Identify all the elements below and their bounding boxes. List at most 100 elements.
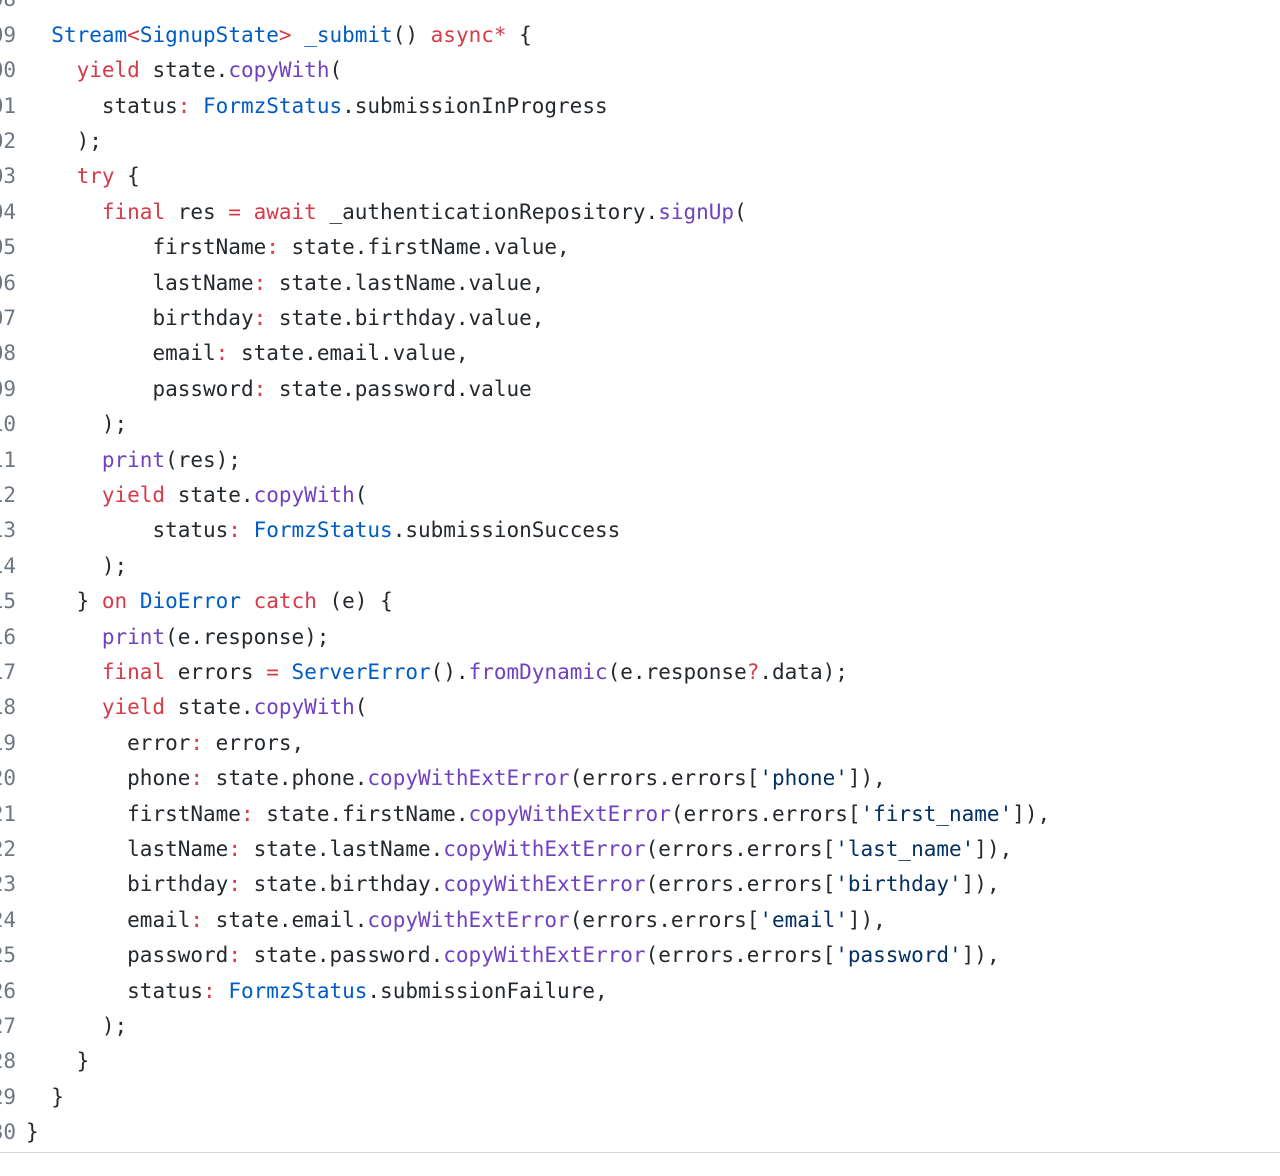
line-number-text: 01 [0, 93, 16, 118]
code-token: status [152, 518, 229, 543]
line-number: 16 [0, 620, 16, 655]
code-token: (errors.errors[ [670, 801, 861, 826]
code-token: ); [101, 1013, 128, 1038]
code-token: ]), [847, 766, 886, 791]
code-token: phone [127, 766, 191, 791]
line-code: status: FormzStatus.submissionInProgress [26, 89, 608, 124]
code-token: 'birthday' [835, 872, 962, 897]
code-token: : [228, 943, 241, 968]
code-token: : [177, 93, 191, 118]
line-code: phone: state.phone.copyWithExtError(erro… [26, 761, 886, 796]
code-line: 01 status: FormzStatus.submissionInProgr… [0, 89, 1280, 124]
code-token: yield [101, 482, 166, 507]
code-token: state.password. [240, 943, 444, 968]
line-number-text: 17 [0, 659, 16, 684]
line-number-text: 25 [0, 943, 16, 968]
code-line: 26 status: FormzStatus.submissionFailure… [0, 974, 1280, 1009]
line-code: lastName: state.lastName.copyWithExtErro… [26, 832, 1012, 867]
code-token: copyWithExtError [468, 801, 671, 826]
code-token: state.firstName. [253, 801, 469, 826]
line-number: 09 [0, 372, 16, 407]
code-token: FormzStatus [253, 518, 393, 543]
line-number-text: 23 [0, 872, 16, 897]
code-token: Stream [51, 22, 128, 47]
line-code: print(e.response); [26, 620, 330, 655]
code-token: ); [101, 553, 128, 578]
code-token [279, 660, 292, 684]
code-token: firstName [152, 235, 267, 260]
code-token: password [127, 943, 229, 968]
line-code: ); [26, 549, 127, 584]
code-token: yield [76, 58, 140, 83]
code-token: (errors.errors[ [645, 872, 836, 897]
line-code: } [26, 1080, 64, 1115]
code-token: copyWith [253, 695, 355, 720]
indent [26, 94, 102, 118]
line-code: lastName: state.lastName.value, [26, 266, 544, 301]
line-number-text: 29 [0, 1084, 16, 1109]
line-code: email: state.email.copyWithExtError(erro… [26, 903, 886, 938]
code-token: state.password.value [266, 376, 532, 401]
code-token: .submissionInProgress [342, 93, 608, 118]
code-token: state.birthday.value, [266, 305, 545, 330]
code-token: : [266, 235, 279, 260]
code-token: (e.response); [165, 624, 330, 649]
code-line: 11 print(res); [0, 443, 1280, 478]
code-token [216, 979, 229, 1003]
indent [26, 731, 127, 755]
code-token: : [190, 766, 204, 791]
code-token: ? [746, 659, 760, 684]
code-token: copyWith [228, 58, 330, 83]
line-number: 04 [0, 195, 16, 230]
code-token: () [392, 22, 431, 47]
line-number: 24 [0, 903, 16, 938]
code-token: state.lastName. [240, 836, 444, 861]
code-token: 'phone' [759, 766, 848, 791]
code-line: 14 ); [0, 549, 1280, 584]
line-number: 25 [0, 938, 16, 973]
code-token: : [228, 836, 241, 861]
indent [26, 766, 127, 790]
line-number-text: 00 [0, 58, 16, 83]
line-number: 09 [0, 18, 16, 53]
line-number: 07 [0, 301, 16, 336]
code-token: : [240, 801, 254, 826]
indent [26, 695, 102, 719]
code-line: 25 password: state.password.copyWithExtE… [0, 938, 1280, 973]
code-token: await [253, 199, 317, 224]
indent [26, 129, 77, 153]
line-number: 02 [0, 124, 16, 159]
code-token: (). [430, 659, 469, 684]
code-token: 'password' [835, 943, 962, 968]
line-number: 28 [0, 1044, 16, 1079]
indent [26, 554, 102, 578]
indent [26, 23, 51, 47]
code-line: 15 } on DioError catch (e) { [0, 584, 1280, 619]
code-token: ServerError [291, 659, 431, 684]
code-token: errors [165, 659, 267, 684]
code-line: 16 print(e.response); [0, 620, 1280, 655]
line-number-text: 09 [0, 376, 16, 401]
indent [26, 943, 127, 967]
code-token: ]), [847, 907, 886, 932]
code-token: status [127, 978, 204, 1003]
indent [26, 979, 127, 1003]
code-token: fromDynamic [468, 659, 608, 684]
code-line: 06 lastName: state.lastName.value, [0, 266, 1280, 301]
code-token: state. [165, 482, 254, 507]
code-line: 07 birthday: state.birthday.value, [0, 301, 1280, 336]
line-number: 06 [0, 266, 16, 301]
line-code: final res = await _authenticationReposit… [26, 195, 747, 230]
code-line: 08 [0, 0, 1280, 18]
line-code: status: FormzStatus.submissionFailure, [26, 974, 607, 1009]
code-token: state.firstName.value, [278, 235, 570, 260]
line-number: 13 [0, 513, 16, 548]
code-token: < [127, 22, 140, 47]
code-token: _submit [304, 22, 393, 47]
code-token: final [101, 199, 166, 224]
code-token [127, 589, 140, 613]
code-token: : [253, 270, 267, 295]
code-token: 'first_name' [860, 801, 1013, 826]
indent [26, 483, 102, 507]
line-number: 29 [0, 1080, 16, 1115]
